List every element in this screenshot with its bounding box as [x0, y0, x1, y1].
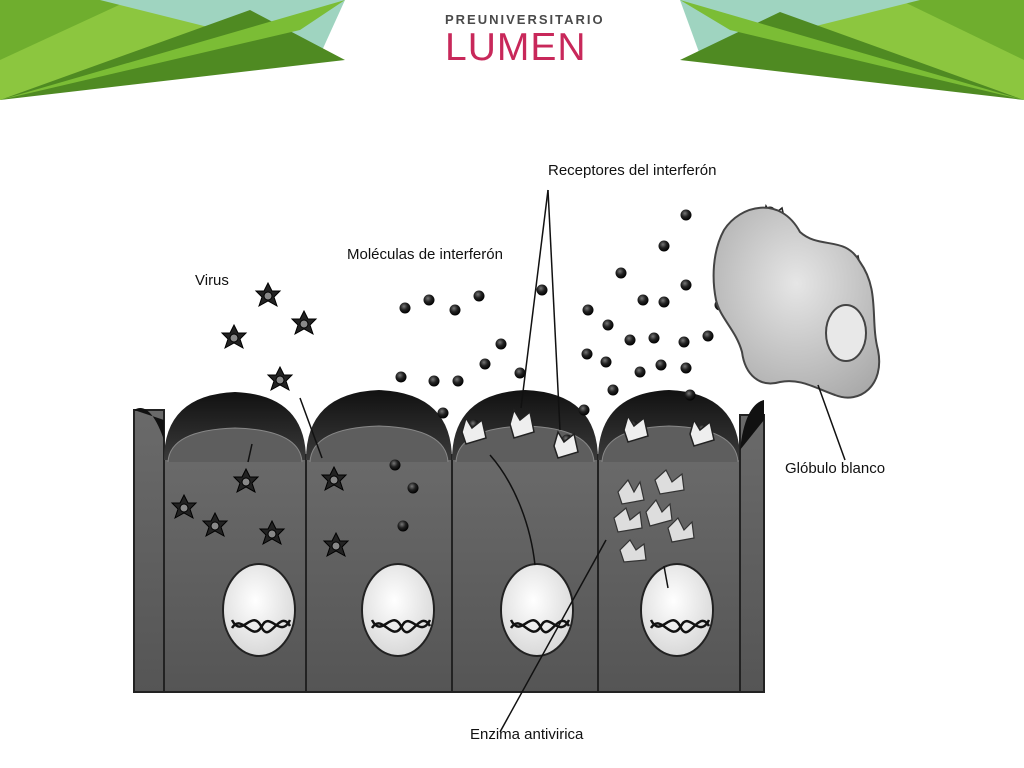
- wbc-nucleus: [825, 304, 867, 362]
- nucleus: [500, 563, 574, 657]
- logo-title: LUMEN: [445, 26, 587, 69]
- logo-subtitle: PREUNIVERSITARIO: [445, 12, 605, 27]
- label-virus: Virus: [195, 272, 229, 289]
- cell-interferon-producing: [305, 390, 453, 693]
- nucleus: [640, 563, 714, 657]
- label-interferon-molecules: Moléculas de interferón: [347, 246, 503, 263]
- pointer-lines: [247, 189, 846, 733]
- nucleus: [222, 563, 296, 657]
- label-antiviral-enzyme: Enzima antivirica: [470, 726, 584, 743]
- white-blood-cell: [712, 206, 881, 399]
- interferon-molecules: [389, 206, 854, 532]
- cell-layer: [133, 390, 765, 693]
- nucleus: [361, 563, 435, 657]
- label-interferon-receptors: Receptores del interferón: [548, 162, 717, 179]
- header-banner: [0, 0, 1024, 100]
- dna-strands: [230, 619, 711, 634]
- cell-antiviral: [597, 390, 741, 693]
- label-white-blood-cell: Glóbulo blanco: [785, 460, 886, 477]
- cell-infected: [163, 392, 307, 693]
- antiviral-enzymes: [613, 469, 695, 563]
- virus-particles: [170, 281, 350, 558]
